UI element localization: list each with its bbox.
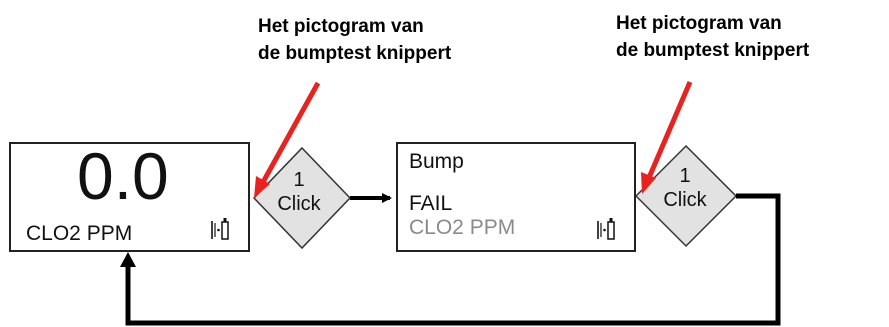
- bump-title: Bump: [409, 150, 464, 173]
- bump-test-icon: [597, 218, 615, 240]
- display-screen-reading: 0.0 CLO2 PPM: [9, 139, 250, 252]
- gas-unit-label: CLO2 PPM: [26, 222, 133, 245]
- decision-diamond-1: [252, 146, 352, 250]
- decision-label-1: 1 Click: [269, 168, 329, 216]
- callout-1-line1: Het pictogram van: [258, 16, 424, 37]
- decision-1-action: Click: [277, 193, 321, 215]
- decision-label-2: 1 Click: [655, 164, 715, 212]
- callout-1-line2: de bumptest knippert: [258, 43, 452, 64]
- callout-arrow-2: [645, 81, 693, 181]
- flow-arrowhead-up: [120, 252, 136, 267]
- bump-test-icon: [211, 218, 229, 240]
- callout-2-line2: de bumptest knippert: [616, 40, 810, 61]
- callout-arrowhead-1: [254, 176, 270, 198]
- gas-reading-value: 0.0: [77, 139, 169, 213]
- display-screen-bump-fail: Bump FAIL CLO2 PPM: [396, 142, 636, 252]
- callout-arrowhead-2: [641, 172, 656, 194]
- flow-loop-back: [125, 193, 781, 326]
- decision-2-action: Click: [663, 189, 707, 211]
- callout-arrow-1: [259, 81, 321, 186]
- callout-2-line1: Het pictogram van: [616, 13, 782, 34]
- decision-2-count: 1: [679, 165, 691, 187]
- gas-unit-label-gray: CLO2 PPM: [409, 216, 516, 239]
- callout-text-1: Het pictogram van de bumptest knippert: [258, 13, 451, 67]
- decision-1-count: 1: [293, 169, 305, 191]
- bump-status: FAIL: [409, 192, 453, 215]
- callout-text-2: Het pictogram van de bumptest knippert: [616, 10, 809, 64]
